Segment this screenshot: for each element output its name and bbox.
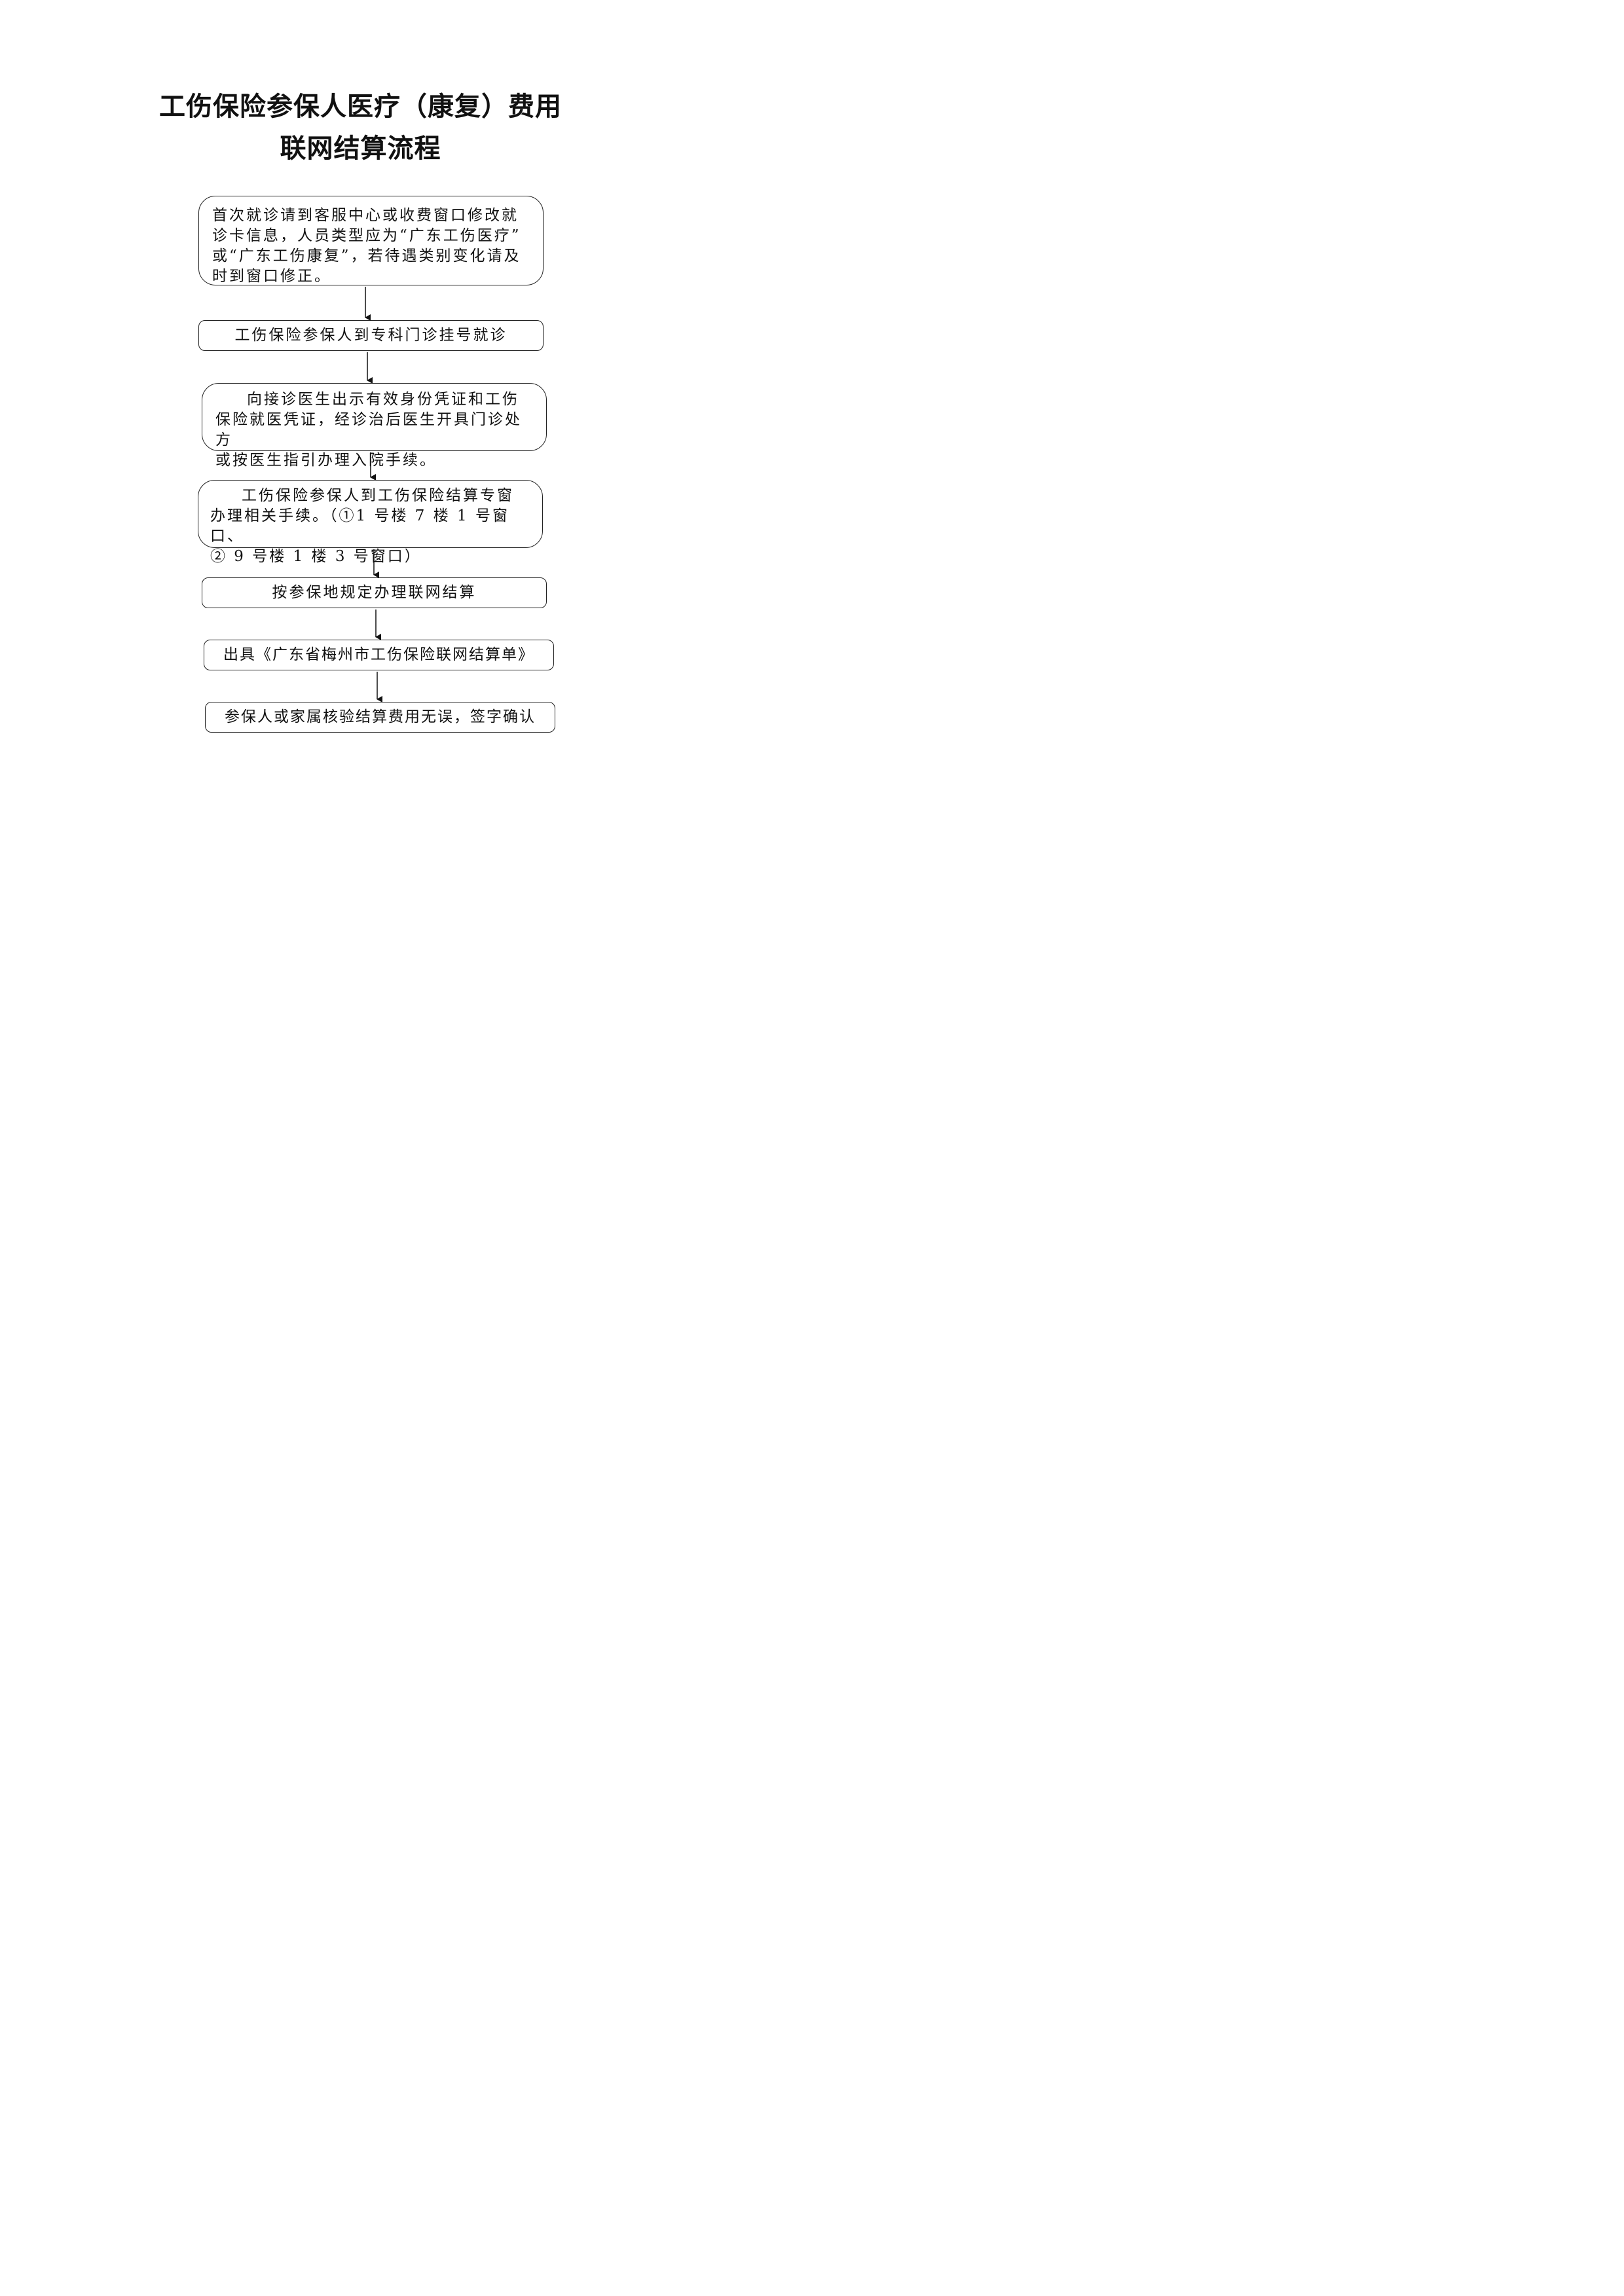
flow-step-2-text: 工伤保险参保人到专科门诊挂号就诊	[234, 327, 507, 344]
flow-step-1-line-3: 或“广东工伤康复”，若待遇类别变化请及	[212, 247, 521, 264]
flow-step-6-text: 出具《广东省梅州市工伤保险联网结算单》	[223, 646, 534, 663]
flow-step-7-text: 参保人或家属核验结算费用无误，签字确认	[225, 708, 536, 725]
flow-step-4-line-3: ② 9 号楼 1 楼 3 号窗口）	[210, 548, 422, 565]
flow-step-3-line-1: 向接诊医生出示有效身份凭证和工伤	[215, 390, 537, 410]
flow-step-3-line-1-text: 向接诊医生出示有效身份凭证和工伤	[247, 391, 519, 408]
flow-step-4-line-1-text: 工伤保险参保人到工伤保险结算专窗	[242, 487, 514, 504]
page-title-line-1: 工伤保险参保人医疗（康复）费用	[159, 92, 562, 122]
flow-step-1-line-2: 诊卡信息，人员类型应为“广东工伤医疗”	[212, 227, 521, 244]
flow-step-1-line-1: 首次就诊请到客服中心或收费窗口修改就	[212, 207, 519, 224]
flow-step-1-line-4: 时到窗口修正。	[212, 268, 331, 285]
flow-step-3-line-2: 保险就医凭证，经诊治后医生开具门诊处方	[215, 411, 522, 448]
flow-step-4-line-1: 工伤保险参保人到工伤保险结算专窗	[210, 486, 533, 506]
flow-step-6: 出具《广东省梅州市工伤保险联网结算单》	[204, 640, 554, 670]
flow-step-1: 首次就诊请到客服中心或收费窗口修改就 诊卡信息，人员类型应为“广东工伤医疗” 或…	[198, 196, 544, 285]
flow-step-3-line-3: 或按医生指引办理入院手续。	[215, 452, 437, 469]
page-title-line-2: 联网结算流程	[280, 134, 441, 164]
flow-step-5: 按参保地规定办理联网结算	[202, 577, 547, 608]
flow-step-2: 工伤保险参保人到专科门诊挂号就诊	[198, 320, 544, 351]
flow-step-4-line-2: 办理相关手续。（①1 号楼 7 楼 1 号窗口、	[210, 507, 509, 545]
flow-step-7: 参保人或家属核验结算费用无误，签字确认	[205, 702, 555, 733]
flow-step-5-text: 按参保地规定办理联网结算	[272, 584, 477, 601]
flow-step-3: 向接诊医生出示有效身份凭证和工伤 保险就医凭证，经诊治后医生开具门诊处方 或按医…	[202, 383, 547, 469]
flow-step-4: 工伤保险参保人到工伤保险结算专窗 办理相关手续。（①1 号楼 7 楼 1 号窗口…	[198, 480, 543, 565]
